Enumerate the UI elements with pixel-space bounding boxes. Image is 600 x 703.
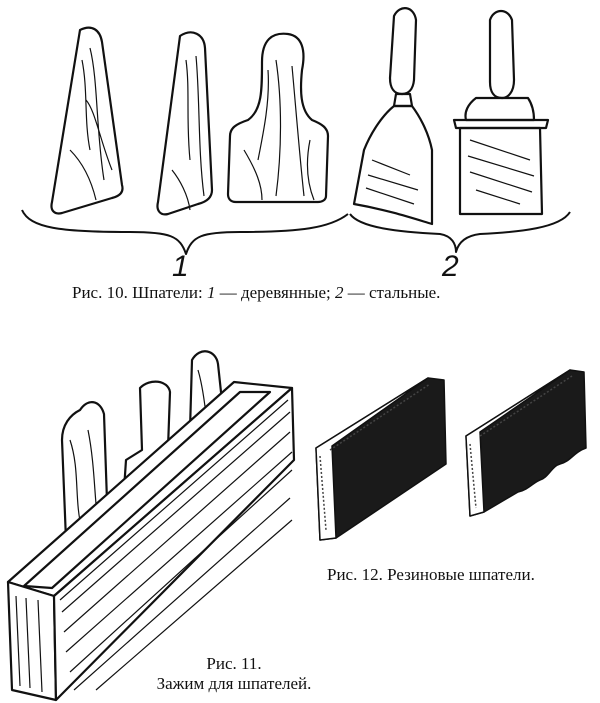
steel-spatula-1	[388, 7, 418, 96]
wooden-spatula-3	[226, 32, 330, 204]
label-1: 1	[172, 250, 189, 283]
figure-12-caption: Рис. 12. Резиновые шпатели.	[327, 565, 535, 584]
brace-2	[349, 211, 571, 253]
figure-10-caption: Рис. 10. Шпатели: 1 — деревянные; 2 — ст…	[72, 283, 441, 302]
wooden-spatula-1	[50, 26, 124, 215]
label-2: 2	[442, 250, 459, 283]
steel-spatula-2	[488, 9, 516, 100]
wooden-spatula-2	[156, 31, 214, 216]
figure-11-caption: Рис. 11. Зажим для шпателей.	[156, 654, 312, 693]
figure-10-spatulas	[21, 7, 571, 255]
brace-1	[21, 209, 349, 255]
